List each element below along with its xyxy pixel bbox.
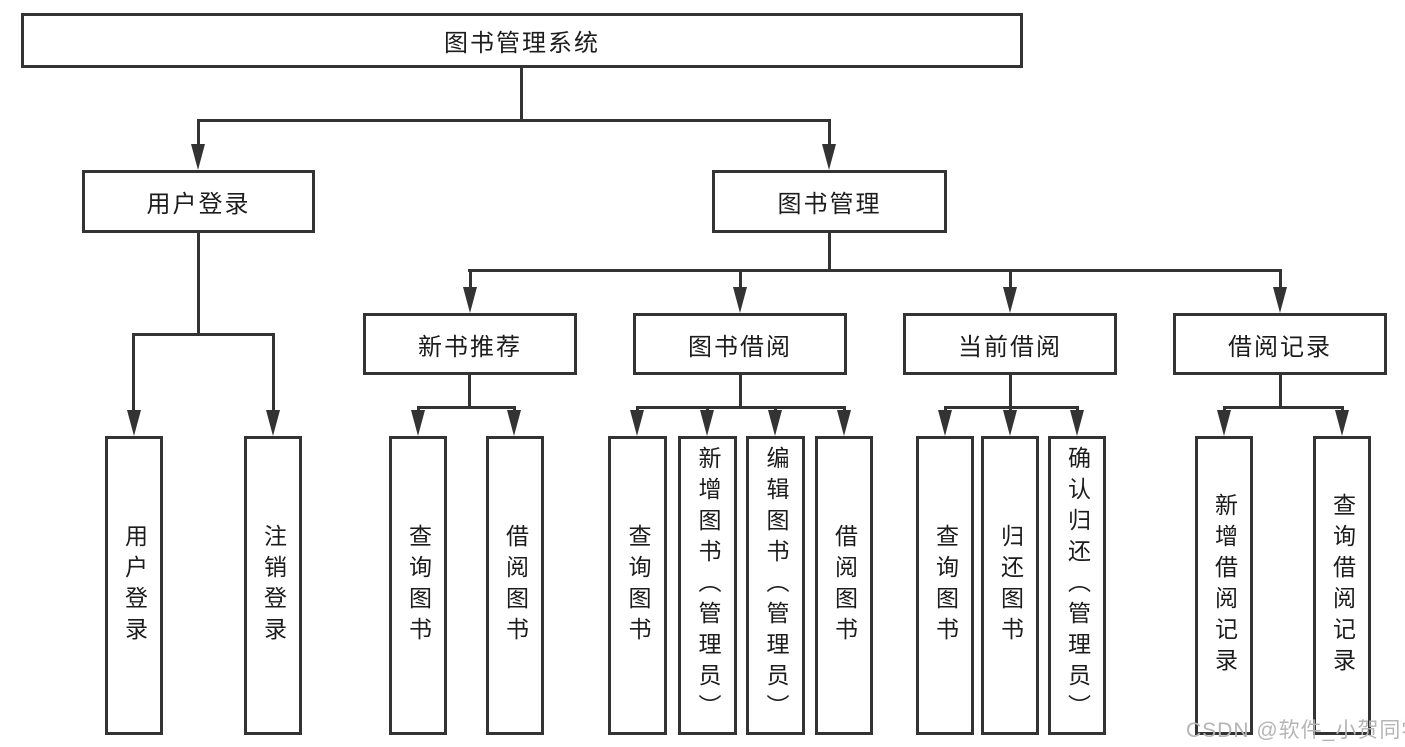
csdn-watermark: CSDN @软件_小贺同学 bbox=[1186, 719, 1405, 742]
node-current-borrowing-label: 当前借阅 bbox=[958, 333, 1062, 361]
node-root-label: 图书管理系统 bbox=[444, 30, 600, 57]
connector-line bbox=[417, 406, 420, 413]
node-root-system: 图书管理系统 bbox=[21, 13, 1023, 68]
connector-line bbox=[132, 333, 135, 412]
node-book-borrowing: 图书借阅 bbox=[633, 313, 847, 375]
connector-line bbox=[513, 406, 516, 413]
leaf-add-borrow-record-label: 新增借阅记录 bbox=[1211, 492, 1238, 679]
arrowhead-down-icon bbox=[630, 410, 644, 436]
connector-line bbox=[1341, 406, 1344, 413]
connector-line bbox=[739, 375, 742, 409]
connector-line bbox=[468, 269, 1282, 272]
connector-line bbox=[843, 406, 846, 413]
arrowhead-down-icon bbox=[127, 410, 141, 436]
arrowhead-down-icon bbox=[191, 144, 205, 170]
connector-line bbox=[739, 269, 742, 289]
connector-line bbox=[197, 233, 200, 336]
arrowhead-down-icon bbox=[768, 410, 782, 436]
arrowhead-down-icon bbox=[938, 410, 952, 436]
arrowhead-down-icon bbox=[1070, 410, 1084, 436]
connector-line bbox=[132, 333, 275, 336]
arrowhead-down-icon bbox=[1003, 410, 1017, 436]
node-book-borrowing-label: 图书借阅 bbox=[688, 333, 792, 361]
connector-line bbox=[1076, 406, 1079, 413]
leaf-query-books-current: 查询图书 bbox=[916, 436, 974, 735]
node-borrow-records-label: 借阅记录 bbox=[1228, 333, 1332, 361]
arrowhead-down-icon bbox=[1003, 287, 1017, 313]
leaf-borrow-books-recommend-label: 借阅图书 bbox=[502, 523, 529, 648]
leaf-query-books-borrow-label: 查询图书 bbox=[625, 523, 651, 648]
connector-line bbox=[1279, 375, 1282, 409]
connector-line bbox=[636, 406, 639, 413]
arrowhead-down-icon bbox=[1273, 287, 1287, 313]
leaf-user-login: 用户登录 bbox=[105, 436, 163, 735]
connector-line bbox=[706, 406, 709, 413]
leaf-query-books-recommend-label: 查询图书 bbox=[405, 523, 432, 648]
leaf-return-book-label: 归还图书 bbox=[997, 523, 1024, 648]
connector-line bbox=[1223, 406, 1226, 413]
leaf-add-borrow-record: 新增借阅记录 bbox=[1195, 436, 1253, 735]
arrowhead-down-icon bbox=[700, 410, 714, 436]
node-current-borrowing: 当前借阅 bbox=[903, 313, 1117, 375]
arrowhead-down-icon bbox=[507, 410, 521, 436]
arrowhead-down-icon bbox=[411, 410, 425, 436]
leaf-confirm-return-admin-label: 确认归还（管理员） bbox=[1064, 446, 1091, 725]
arrowhead-down-icon bbox=[822, 144, 836, 170]
node-borrow-records: 借阅记录 bbox=[1173, 313, 1387, 375]
node-user-login: 用户登录 bbox=[82, 170, 315, 233]
connector-line bbox=[828, 119, 831, 146]
connector-line bbox=[1009, 269, 1012, 289]
node-new-book-recommend-label: 新书推荐 bbox=[418, 333, 522, 361]
leaf-query-borrow-record-label: 查询借阅记录 bbox=[1329, 492, 1356, 679]
connector-line bbox=[272, 333, 275, 412]
leaf-add-book-admin: 新增图书（管理员） bbox=[678, 436, 737, 735]
leaf-user-login-label: 用户登录 bbox=[121, 523, 148, 648]
leaf-query-borrow-record: 查询借阅记录 bbox=[1313, 436, 1371, 735]
arrowhead-down-icon bbox=[733, 287, 747, 313]
leaf-borrow-book-label: 借阅图书 bbox=[831, 523, 858, 648]
arrowhead-down-icon bbox=[266, 410, 280, 436]
leaf-confirm-return-admin: 确认归还（管理员） bbox=[1048, 436, 1106, 735]
connector-line bbox=[944, 406, 947, 413]
leaf-borrow-book: 借阅图书 bbox=[815, 436, 873, 735]
connector-line bbox=[774, 406, 777, 413]
node-book-management: 图书管理 bbox=[712, 170, 947, 233]
node-user-login-label: 用户登录 bbox=[146, 191, 251, 218]
arrowhead-down-icon bbox=[463, 287, 477, 313]
node-new-book-recommend: 新书推荐 bbox=[363, 313, 577, 375]
leaf-borrow-books-recommend: 借阅图书 bbox=[486, 436, 544, 735]
connector-line bbox=[469, 269, 472, 289]
leaf-logout-label: 注销登录 bbox=[260, 523, 287, 648]
connector-line bbox=[1009, 406, 1012, 413]
leaf-add-book-admin-label: 新增图书（管理员） bbox=[695, 446, 721, 725]
leaf-return-book: 归还图书 bbox=[981, 436, 1039, 735]
connector-line bbox=[197, 119, 831, 122]
arrowhead-down-icon bbox=[837, 410, 851, 436]
leaf-logout: 注销登录 bbox=[244, 436, 302, 735]
connector-line bbox=[197, 119, 200, 146]
connector-line bbox=[520, 68, 523, 122]
connector-line bbox=[1009, 375, 1012, 409]
connector-line bbox=[417, 406, 516, 409]
arrowhead-down-icon bbox=[1217, 410, 1231, 436]
node-book-management-label: 图书管理 bbox=[777, 191, 882, 218]
connector-line bbox=[468, 375, 471, 409]
leaf-query-books-current-label: 查询图书 bbox=[932, 523, 959, 648]
arrowhead-down-icon bbox=[1335, 410, 1349, 436]
leaf-edit-book-admin: 编辑图书（管理员） bbox=[746, 436, 805, 735]
connector-line bbox=[636, 406, 846, 409]
connector-line bbox=[828, 233, 831, 271]
leaf-query-books-recommend: 查询图书 bbox=[389, 436, 447, 735]
connector-line bbox=[1279, 269, 1282, 289]
leaf-query-books-borrow: 查询图书 bbox=[608, 436, 667, 735]
connector-line bbox=[1223, 406, 1344, 409]
leaf-edit-book-admin-label: 编辑图书（管理员） bbox=[763, 446, 789, 725]
